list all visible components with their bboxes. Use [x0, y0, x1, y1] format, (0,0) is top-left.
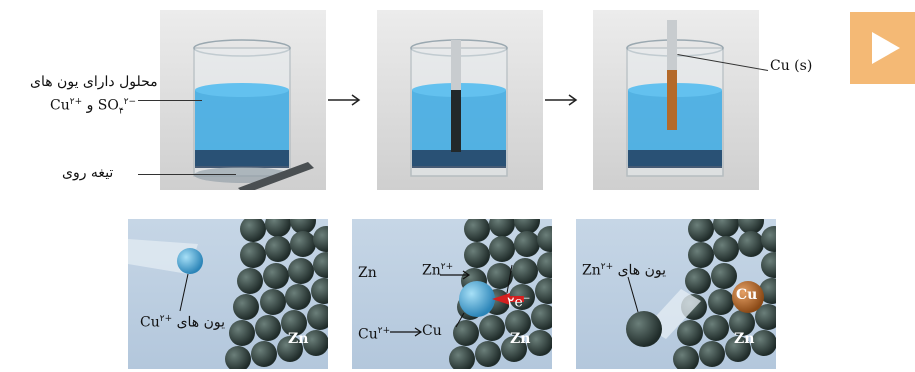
beaker-photo-2 — [377, 10, 543, 190]
solution-leader-line — [138, 100, 202, 101]
zinc-strip-leader-line — [138, 174, 236, 175]
cu-ion-charge: ۲+ — [377, 326, 391, 336]
atomic-panel-2: Zn Zn۲+ ۲e− Cu۲+ Cu Zn — [352, 219, 552, 369]
zinc-lattice-3 — [626, 219, 776, 369]
beaker-3-illustration — [626, 20, 724, 177]
electron-count: ۲e — [507, 294, 523, 311]
zinc-lattice-1 — [128, 219, 328, 369]
zinc-strip-label: تیغه روی — [62, 165, 114, 181]
zn-oxidation-left: Zn — [358, 265, 377, 281]
cu-ion-label-1: Cu۲+ یون های — [140, 311, 225, 332]
solution-label-ions: Cu۲+ و SO۴۲− — [50, 94, 136, 120]
right-arrow-icon — [328, 94, 361, 106]
sulfate-subscript: ۴ — [118, 106, 124, 117]
cu-symbol: Cu — [140, 314, 160, 331]
cu-reduction-left: Cu۲+ — [358, 323, 390, 344]
solution-label-line1: محلول دارای یون های — [30, 74, 158, 90]
zinc-lattice-2 — [390, 219, 552, 369]
beaker-1-illustration — [193, 39, 314, 190]
zn-metal-label-3: Zn — [734, 331, 755, 347]
play-button[interactable] — [850, 12, 915, 84]
zn-ion-symbol: Zn — [422, 262, 441, 279]
copper-solid-label: Cu (s) — [770, 58, 813, 74]
play-icon — [872, 32, 900, 64]
cu-reduction-right: Cu — [422, 323, 442, 339]
zn-ion-charge: ۲+ — [440, 262, 454, 272]
cu-ion-symbol: Cu — [358, 326, 378, 343]
atomic-panel-3: Zn۲+ یون های Cu Zn — [576, 219, 776, 369]
ion-word: یون های — [176, 314, 226, 331]
electron-label: ۲e− — [507, 291, 530, 312]
beaker-photo-3 — [593, 10, 759, 190]
cu-atom-label: Cu — [736, 287, 758, 303]
zn-oxidation-right: Zn۲+ — [422, 259, 453, 280]
beaker-photo-1 — [160, 10, 326, 190]
sulfate-symbol: SO — [97, 97, 119, 114]
cu-ion-charge: ۲+ — [69, 97, 83, 107]
beaker-2-illustration — [410, 39, 508, 177]
cu-charge: ۲+ — [159, 314, 173, 324]
right-arrow-icon — [545, 94, 578, 106]
sulfate-charge: ۲− — [123, 97, 137, 107]
and-word: و — [86, 97, 94, 114]
zn-metal-label-2: Zn — [510, 331, 531, 347]
electron-charge: − — [522, 294, 531, 304]
zn-ion-label-3: Zn۲+ یون های — [582, 259, 666, 280]
ion-word: یون های — [617, 262, 667, 279]
cu-ion-symbol: Cu — [50, 97, 70, 114]
zn-metal-label-1: Zn — [288, 331, 309, 347]
atomic-panel-1: Cu۲+ یون های Zn — [128, 219, 328, 369]
zn-ion-charge: ۲+ — [600, 262, 614, 272]
zn-ion-symbol: Zn — [582, 262, 601, 279]
